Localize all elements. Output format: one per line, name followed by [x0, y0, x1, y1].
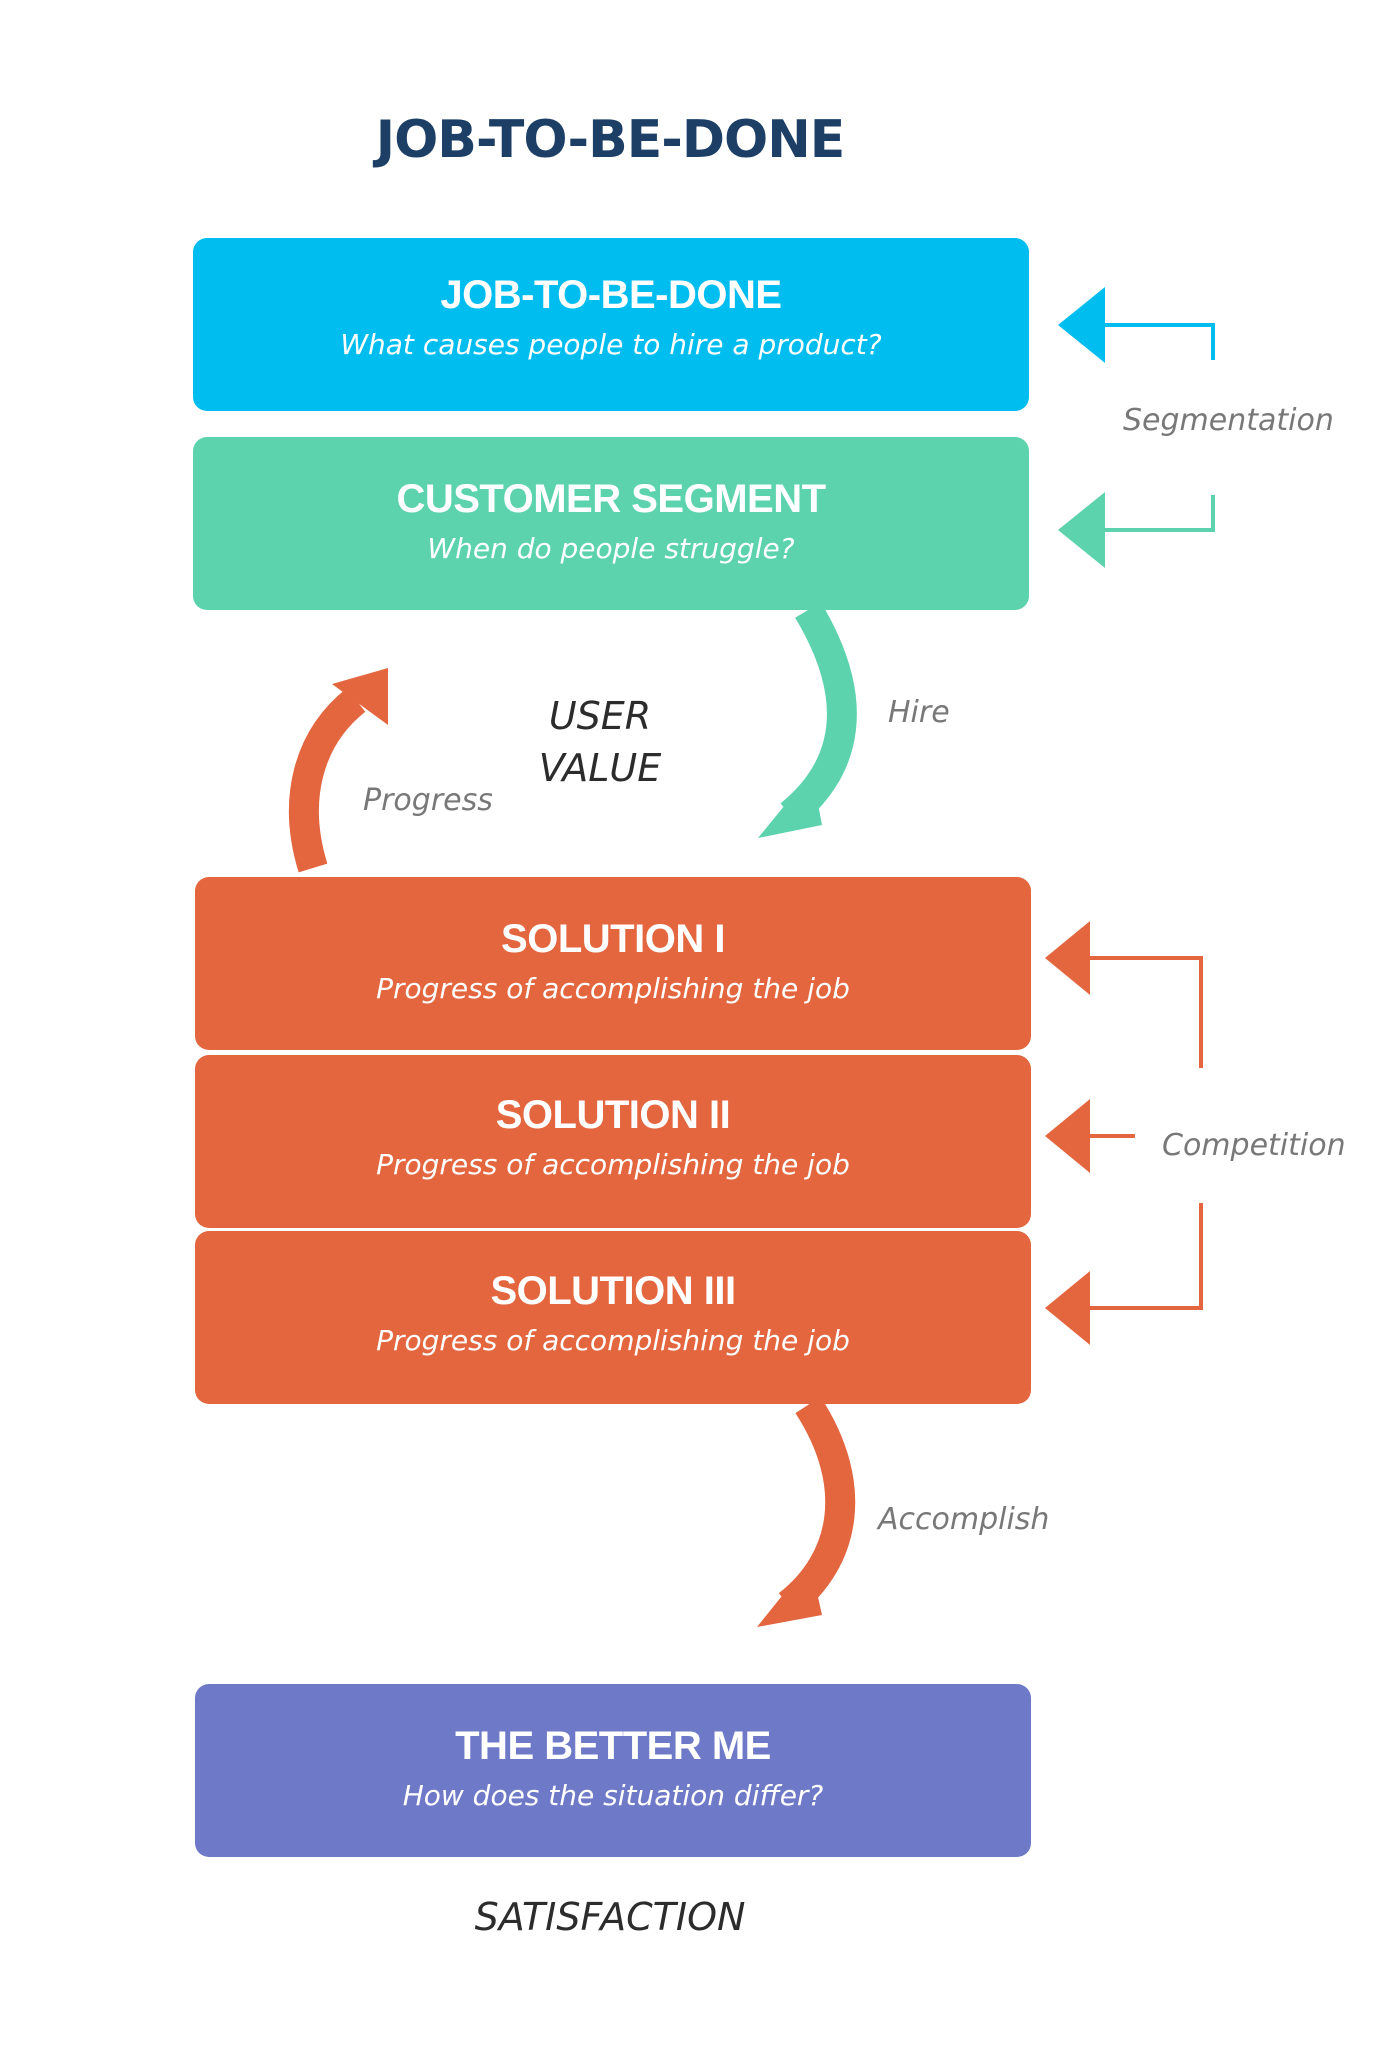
segmentation-top-arrowhead-icon: [1058, 287, 1105, 363]
progress-arrow-shaft: [288, 688, 366, 873]
segmentation-label: Segmentation: [1123, 403, 1334, 438]
segmentation-bottom-arrowhead-icon: [1058, 492, 1105, 568]
progress-arrow: [288, 668, 388, 873]
hire-arrowhead-icon: [758, 772, 822, 838]
job-to-be-done-box: JOB-TO-BE-DONE What causes people to hir…: [193, 238, 1029, 411]
customer-segment-box-title: CUSTOMER SEGMENT: [396, 477, 826, 521]
competition-label: Competition: [1162, 1128, 1346, 1163]
competition-bottom-bracket: [1082, 1203, 1203, 1310]
hire-label: Hire: [888, 695, 950, 730]
solution-2-box-subtitle: Progress of accomplishing the job: [376, 1148, 850, 1181]
accomplish-arrow: [757, 1396, 856, 1627]
segmentation-bottom-bracket: [1088, 495, 1215, 532]
better-me-box: THE BETTER ME How does the situation dif…: [195, 1684, 1031, 1857]
job-to-be-done-box-title: JOB-TO-BE-DONE: [440, 273, 782, 317]
solution-2-box: SOLUTION II Progress of accomplishing th…: [195, 1055, 1031, 1228]
solution-1-box-title: SOLUTION I: [501, 917, 725, 961]
customer-segment-box-subtitle: When do people struggle?: [427, 532, 795, 565]
segmentation-connector: [1058, 287, 1215, 568]
progress-label: Progress: [363, 783, 493, 818]
job-to-be-done-box-subtitle: What causes people to hire a product?: [340, 328, 882, 361]
competition-middle-arrowhead-icon: [1045, 1099, 1090, 1173]
competition-bottom-arrowhead-icon: [1045, 1271, 1090, 1345]
customer-segment-box: CUSTOMER SEGMENT When do people struggle…: [193, 437, 1029, 610]
progress-arrowhead-icon: [332, 668, 388, 725]
solution-3-box: SOLUTION III Progress of accomplishing t…: [195, 1231, 1031, 1404]
accomplish-arrowhead-icon: [757, 1561, 822, 1627]
competition-top-bracket: [1082, 956, 1203, 1068]
competition-connector: [1045, 921, 1203, 1345]
competition-top-arrowhead-icon: [1045, 921, 1090, 995]
better-me-box-subtitle: How does the situation differ?: [402, 1779, 824, 1812]
diagram-title: JOB-TO-BE-DONE: [375, 110, 846, 170]
accomplish-label: Accomplish: [878, 1502, 1050, 1537]
solution-3-box-subtitle: Progress of accomplishing the job: [376, 1324, 850, 1357]
solution-1-box-subtitle: Progress of accomplishing the job: [376, 972, 850, 1005]
hire-arrow: [758, 602, 857, 838]
satisfaction-label: SATISFACTION: [474, 1895, 746, 1939]
user-value-label: USER VALUE: [520, 690, 680, 794]
user-value-line-2: VALUE: [538, 746, 662, 790]
solution-1-box: SOLUTION I Progress of accomplishing the…: [195, 877, 1031, 1050]
user-value-line-1: USER: [548, 694, 652, 738]
accomplish-arrow-shaft: [778, 1396, 856, 1617]
hire-arrow-shaft: [780, 602, 857, 827]
solution-2-box-title: SOLUTION II: [495, 1093, 731, 1137]
solution-3-box-title: SOLUTION III: [490, 1269, 736, 1313]
segmentation-top-bracket: [1088, 323, 1215, 360]
better-me-box-title: THE BETTER ME: [455, 1724, 771, 1768]
